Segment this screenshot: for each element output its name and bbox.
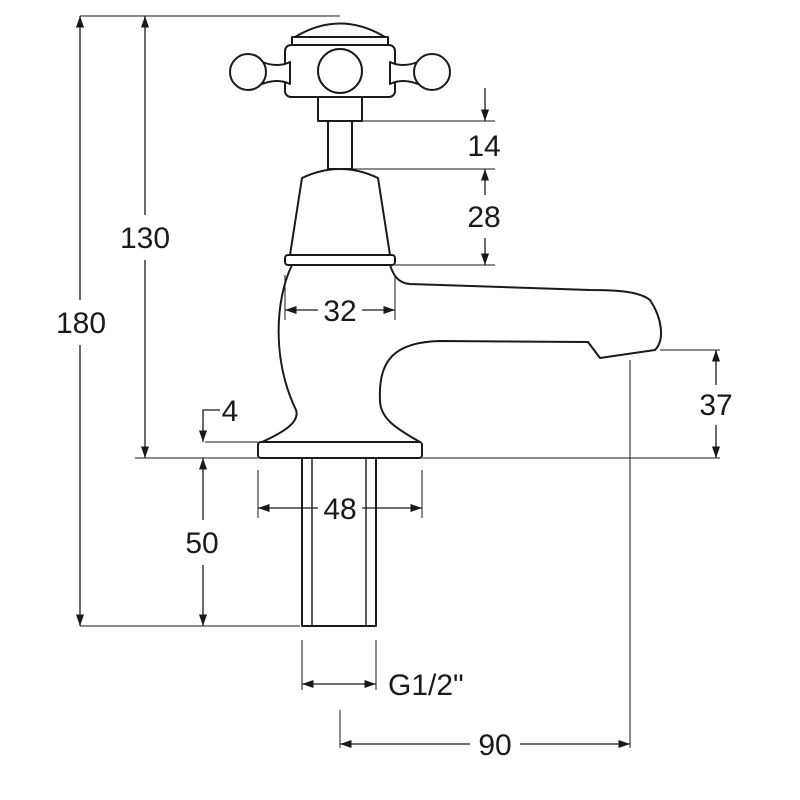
shroud-ring bbox=[284, 254, 396, 266]
dim-base-thickness: 4 bbox=[222, 395, 239, 428]
dim-shroud-diameter: 32 bbox=[323, 295, 356, 328]
dim-base-diameter: 48 bbox=[323, 493, 356, 526]
crosshead-handle bbox=[229, 22, 451, 122]
spout-body bbox=[261, 264, 662, 443]
dim-spindle: 14 bbox=[467, 130, 500, 163]
dim-spout-height: 37 bbox=[699, 389, 732, 422]
dim-height-to-top: 130 bbox=[120, 222, 170, 255]
dim-overall-height: 180 bbox=[56, 307, 106, 340]
dimension-lines bbox=[75, 16, 721, 749]
spindle bbox=[327, 120, 353, 170]
dimension-labels: 180 130 14 28 32 4 48 50 37 G1/2" 90 bbox=[56, 130, 733, 762]
tap-outline bbox=[229, 22, 662, 627]
dim-thread: G1/2" bbox=[388, 669, 464, 702]
dim-shank-length: 50 bbox=[185, 527, 218, 560]
extension-lines bbox=[80, 15, 720, 748]
base-plate bbox=[257, 441, 423, 459]
dim-headgear-shroud: 28 bbox=[467, 201, 500, 234]
dim-spout-reach: 90 bbox=[478, 729, 511, 762]
shroud bbox=[289, 168, 391, 256]
shank bbox=[301, 457, 377, 627]
